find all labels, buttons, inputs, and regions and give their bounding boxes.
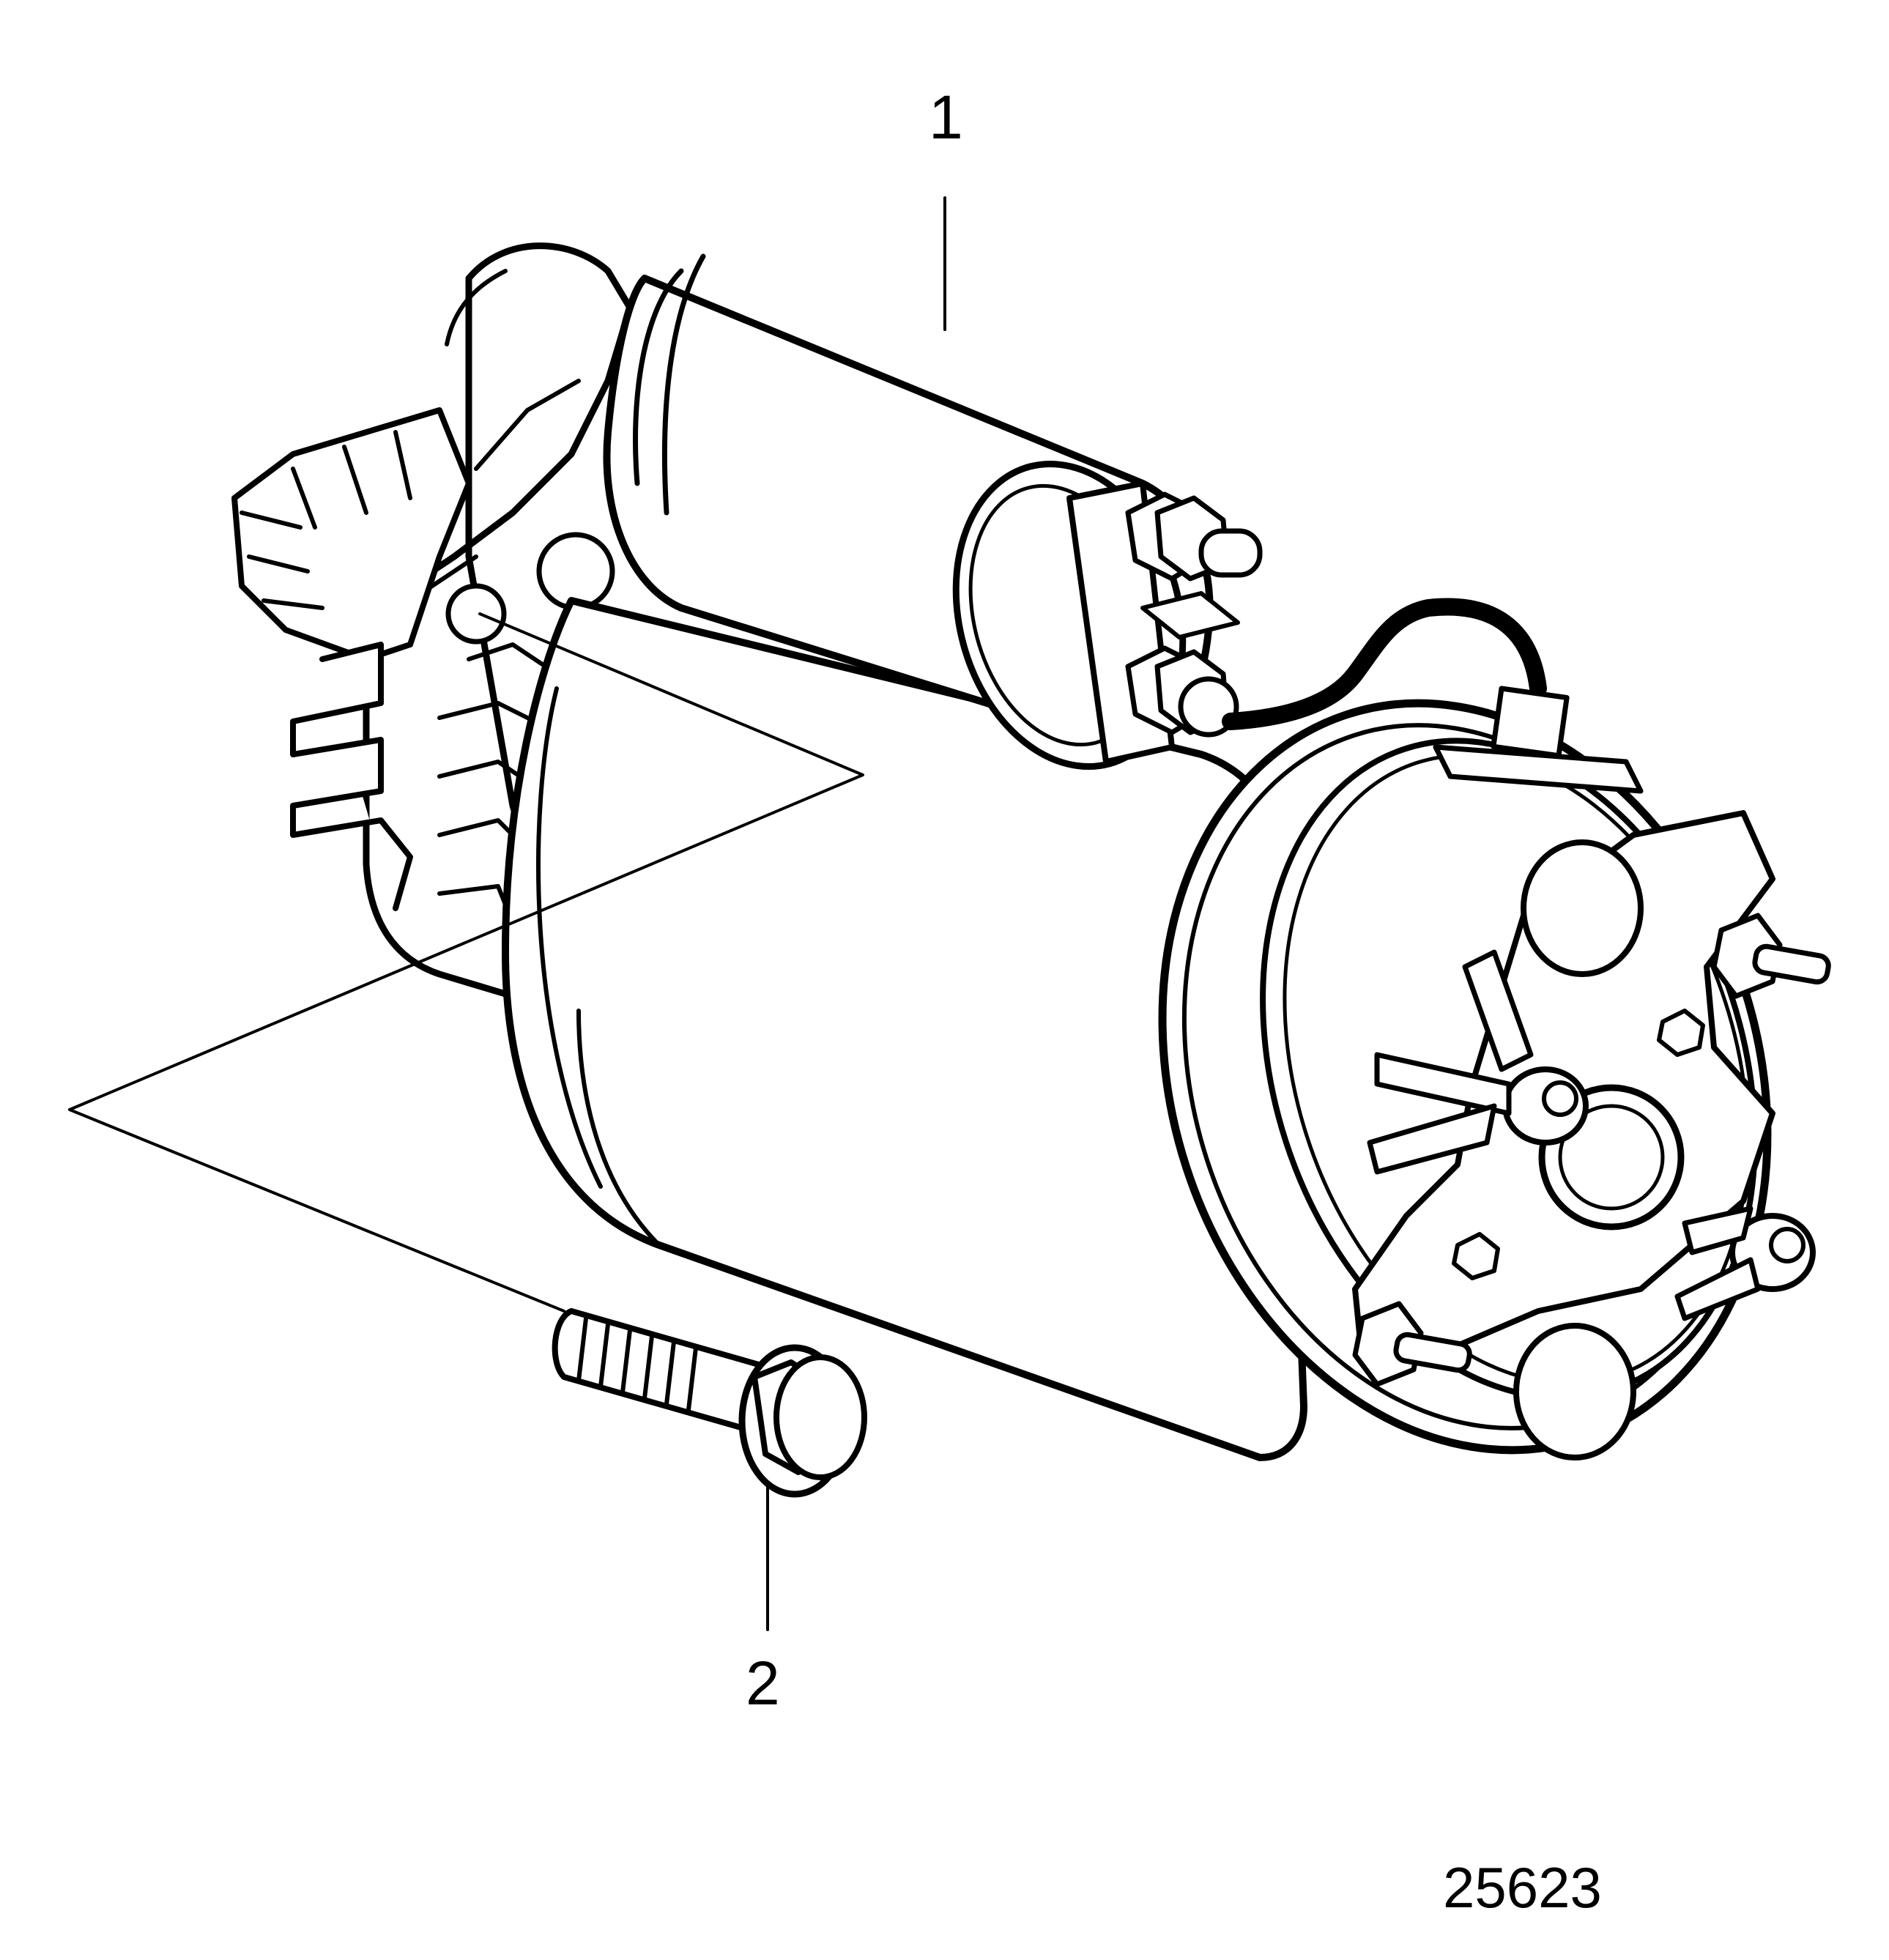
solenoid — [603, 253, 1263, 771]
flange-teeth — [290, 642, 559, 925]
connecting-cable — [1222, 598, 1644, 794]
figure-id: 25623 — [1443, 1855, 1602, 1920]
callout-2-label: 2 — [746, 1649, 780, 1718]
callout-1-label: 1 — [929, 83, 963, 152]
end-cap — [1158, 699, 1831, 1460]
leader-lines — [68, 196, 946, 1631]
mounting-bolt — [552, 1308, 867, 1498]
pinion-gear — [231, 407, 472, 662]
